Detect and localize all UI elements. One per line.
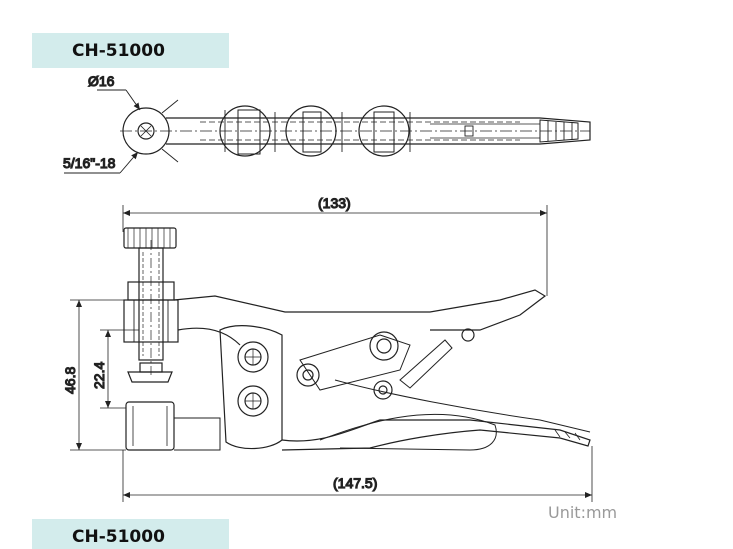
next-model-title: CH-51000: [72, 527, 165, 547]
next-model-tag: CH-51000: [32, 519, 229, 549]
overall-length-top-label: (133): [318, 195, 351, 211]
clamp-technical-drawing: Ø16 5/16"-18: [61, 72, 593, 502]
thread-label: 5/16"-18: [63, 155, 116, 171]
top-view: Ø16 5/16"-18: [62, 72, 591, 174]
unit-label: Unit:mm: [548, 503, 618, 522]
model-title: CH-51000: [72, 41, 165, 61]
model-title-tag: CH-51000: [32, 33, 229, 68]
side-view: (133) (147.5) 46.8 22.4: [61, 194, 593, 502]
overall-length-bottom-label: (147.5): [333, 475, 377, 491]
diameter-label: Ø16: [88, 73, 115, 89]
height-inner-label: 22.4: [91, 362, 107, 389]
height-outer-label: 46.8: [62, 367, 78, 394]
